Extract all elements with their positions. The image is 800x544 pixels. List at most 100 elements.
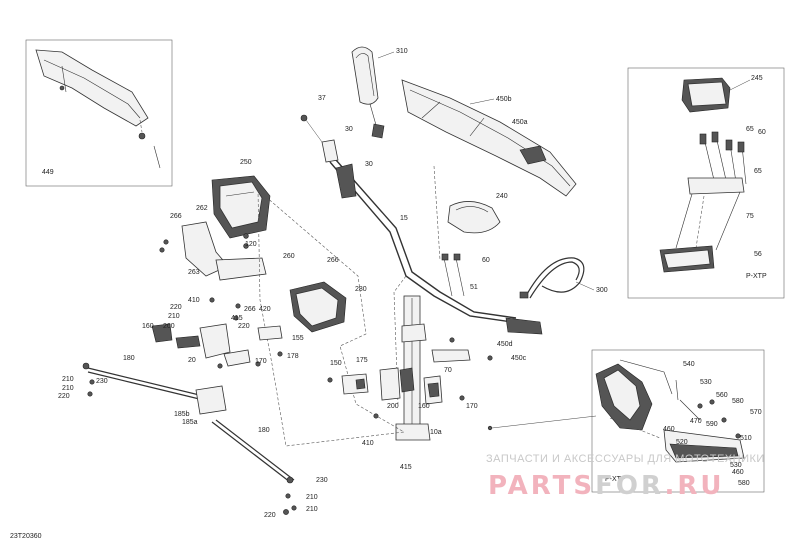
wind-deflector [401, 79, 577, 197]
callout-240: 240 [496, 193, 508, 200]
callout-266: 266 [170, 213, 182, 220]
assembly-dashed-outline [257, 189, 405, 447]
callout-65: 65 [746, 126, 754, 133]
control-module [289, 281, 347, 333]
callout-560: 560 [716, 392, 728, 399]
callout-60b: 60 [758, 129, 766, 136]
callout-250: 250 [240, 159, 252, 166]
callout-580: 580 [732, 398, 744, 405]
callout-labels: 310 37 30 30 450b 450a 15 250 266 262 24… [58, 48, 766, 519]
inset-handguard-right [487, 359, 745, 463]
callout-51: 51 [470, 284, 478, 291]
column-dashed-guide [393, 165, 441, 405]
callout-150: 150 [330, 360, 342, 367]
callout-175: 175 [356, 357, 368, 364]
callout-590: 590 [706, 421, 718, 428]
callout-310: 310 [396, 48, 408, 55]
callout-460: 460 [663, 426, 675, 433]
callout-220: 220 [170, 304, 182, 311]
callout-570: 570 [750, 409, 762, 416]
callout-160: 160 [142, 323, 154, 330]
clamp-cover [447, 201, 501, 234]
steering-column [395, 253, 471, 441]
callout-37: 37 [318, 95, 326, 102]
callout-60: 60 [482, 257, 490, 264]
callout-70: 70 [444, 367, 452, 374]
inset-frame-bottom-right [591, 349, 765, 493]
callout-450d: 450d [497, 341, 513, 348]
mirror [351, 46, 385, 139]
callout-180b: 180 [258, 427, 270, 434]
inset-label-top-left: 449 [42, 169, 54, 176]
callout-75: 75 [746, 213, 754, 220]
callout-220b: 220 [238, 323, 250, 330]
callout-20: 20 [188, 357, 196, 364]
callout-220d: 220 [264, 512, 276, 519]
inset-riser [659, 77, 747, 273]
watermark: ЗАПЧАСТИ И АКСЕССУАРЫ ДЛЯ МОТОТЕХНИКИ PA… [486, 453, 765, 501]
callout-230: 230 [96, 378, 108, 385]
callout-30: 30 [345, 126, 353, 133]
callout-410b: 410 [362, 440, 374, 447]
callout-210b: 210 [62, 376, 74, 383]
callout-120: 120 [245, 241, 257, 248]
callout-415: 415 [231, 315, 243, 322]
drawing-code: 23T20360 [10, 533, 42, 540]
mount-bracket [159, 221, 267, 281]
callout-230b: 230 [316, 477, 328, 484]
callout-470: 470 [690, 418, 702, 425]
callout-415b: 415 [400, 464, 412, 471]
brake-hose [519, 257, 585, 299]
callout-580b: 580 [738, 480, 750, 487]
watermark-brand-parts: PARTS [488, 471, 595, 501]
callout-30b: 30 [365, 161, 373, 168]
callout-56: 56 [754, 251, 762, 258]
callout-450b: 450b [496, 96, 512, 103]
callout-160b: 160 [418, 403, 430, 410]
callout-266c: 266 [244, 306, 256, 313]
watermark-brand: PARTSFOR.RU [488, 471, 725, 501]
callout-260: 260 [283, 253, 295, 260]
callout-510: 510 [740, 435, 752, 442]
callout-10a: 10a [430, 429, 442, 436]
callout-410: 410 [188, 297, 200, 304]
callout-530: 530 [700, 379, 712, 386]
callout-210d: 210 [306, 494, 318, 501]
callout-200: 200 [163, 323, 175, 330]
callout-530b: 530 [730, 462, 742, 469]
callout-210: 210 [168, 313, 180, 320]
callout-180: 180 [123, 355, 135, 362]
callout-170: 170 [255, 358, 267, 365]
callout-220c: 220 [58, 393, 70, 400]
callout-200b: 200 [387, 403, 399, 410]
callout-300: 300 [596, 287, 608, 294]
watermark-brand-ru: .RU [664, 471, 724, 501]
callout-245: 245 [751, 75, 763, 82]
callout-15: 15 [400, 215, 408, 222]
callout-280: 280 [355, 286, 367, 293]
switch-cluster [327, 337, 493, 419]
watermark-subtitle: ЗАПЧАСТИ И АКСЕССУАРЫ ДЛЯ МОТОТЕХНИКИ [486, 453, 765, 465]
throttle-housing [211, 175, 271, 249]
callout-178: 178 [287, 353, 299, 360]
callout-155: 155 [292, 335, 304, 342]
callout-540: 540 [683, 361, 695, 368]
callout-185a: 185a [182, 419, 198, 426]
callout-170b: 170 [466, 403, 478, 410]
callout-450a: 450a [512, 119, 528, 126]
callout-65b: 65 [754, 168, 762, 175]
callout-262: 262 [196, 205, 208, 212]
callout-266b: 266 [327, 257, 339, 264]
callout-420: 420 [259, 306, 271, 313]
tie-rod-lower [211, 419, 297, 515]
callout-185b: 185b [174, 411, 190, 418]
inset-frame-top-left [25, 39, 173, 187]
callout-520: 520 [676, 439, 688, 446]
watermark-brand-for: FOR [595, 471, 664, 501]
callout-210c: 210 [62, 385, 74, 392]
callout-210e: 210 [306, 506, 318, 513]
inset-label-bottom-right: P-XTP [605, 476, 626, 483]
inset-label-top-right: P-XTP [746, 273, 767, 280]
tie-rod-upper [82, 362, 227, 415]
